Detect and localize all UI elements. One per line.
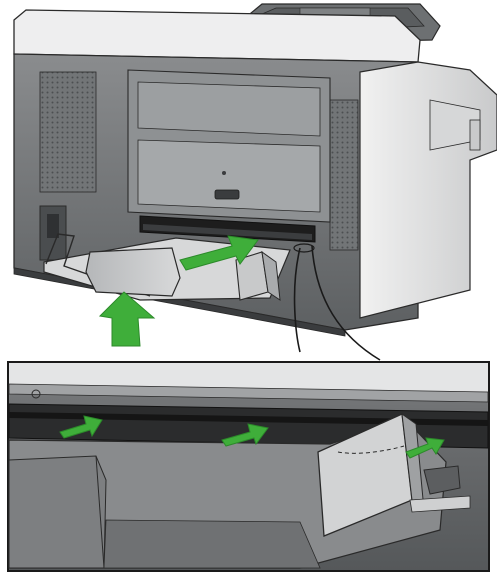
arrow-right-up-icon — [179, 235, 259, 271]
callout-lines — [293, 243, 381, 361]
scanner-top-surface — [13, 9, 421, 63]
scanner-right-side — [359, 61, 497, 319]
detail-view — [7, 361, 490, 572]
guide-tray-front-plate — [85, 247, 181, 297]
side-handle — [469, 119, 481, 151]
arrow-up-icon — [98, 291, 156, 347]
right-vent-grille — [329, 99, 359, 251]
door-latch — [214, 189, 240, 200]
left-vent-grille — [39, 71, 97, 193]
arrow-right-up-icon — [405, 437, 445, 459]
scanner-body — [13, 3, 497, 337]
arrow-right-up-icon — [221, 423, 269, 447]
arrow-right-up-icon — [59, 415, 103, 439]
